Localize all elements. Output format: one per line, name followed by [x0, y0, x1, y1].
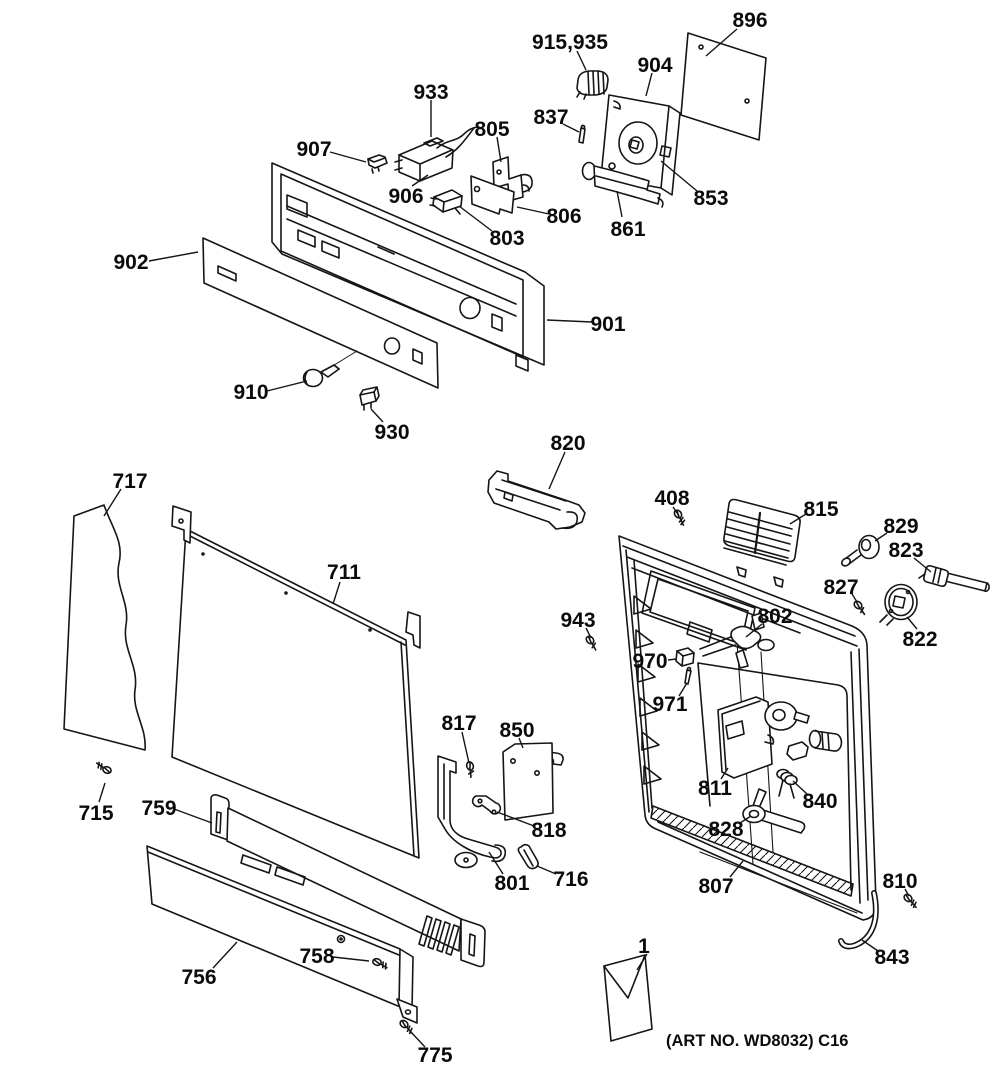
part-label-906: 906 — [388, 185, 423, 208]
part-758-screw — [372, 957, 388, 970]
art-number-note: (ART NO. WD8032) C16 — [666, 1032, 848, 1050]
part-label-829: 829 — [883, 515, 918, 538]
part-label-817: 817 — [441, 712, 476, 735]
part-933-906-switch — [394, 126, 482, 182]
part-822-wheel — [879, 583, 918, 626]
part-label-915-935: 915,935 — [532, 31, 608, 54]
part-label-802: 802 — [757, 605, 792, 628]
part-904-timer — [600, 94, 681, 196]
part-815-grille — [723, 498, 801, 588]
part-902-escutcheon — [202, 237, 439, 389]
part-850-plate — [502, 742, 564, 821]
part-label-971: 971 — [652, 693, 687, 716]
part-971-pin — [684, 666, 692, 685]
part-811-dispenser — [717, 696, 843, 779]
part-803-switch — [429, 189, 463, 215]
part-806-plate — [470, 175, 515, 215]
part-717-insulation — [63, 504, 146, 751]
part-label-943: 943 — [560, 609, 595, 632]
part-label-901: 901 — [590, 313, 625, 336]
part-label-711: 711 — [327, 561, 361, 584]
part-915-935-buzzer — [576, 70, 609, 100]
part-label-756: 756 — [181, 966, 216, 989]
part-label-759: 759 — [141, 797, 176, 820]
part-715-screw — [95, 761, 112, 775]
part-label-801: 801 — [494, 872, 529, 895]
part-818-link — [471, 795, 502, 815]
part-label-933: 933 — [413, 81, 448, 104]
part-label-843: 843 — [874, 946, 909, 969]
part-label-904: 904 — [637, 54, 672, 77]
part-label-716: 716 — [553, 868, 588, 891]
part-759-bracket — [210, 794, 486, 968]
part-930-switch — [359, 386, 380, 411]
part-label-715: 715 — [78, 802, 113, 825]
part-label-717: 717 — [112, 470, 147, 493]
part-823-axle — [918, 565, 990, 592]
part-label-970: 970 — [632, 650, 667, 673]
part-829-roller — [841, 534, 880, 567]
part-label-827: 827 — [823, 576, 858, 599]
part-970-cap — [675, 647, 695, 667]
part-label-861: 861 — [610, 218, 645, 241]
part-861-bracket — [581, 161, 664, 208]
part-907-clip — [367, 154, 388, 174]
part-827-screw — [853, 600, 866, 616]
part-label-896: 896 — [732, 9, 767, 32]
part-label-805: 805 — [474, 118, 509, 141]
part-817-screw — [465, 761, 475, 779]
part-843-strike — [838, 890, 879, 950]
part-820-deflector — [487, 470, 586, 530]
part-label-902: 902 — [113, 251, 148, 274]
part-716-pad — [517, 843, 539, 870]
part-810-screw — [903, 893, 917, 909]
part-896-panel — [680, 32, 767, 141]
part-828-lever — [742, 788, 806, 834]
part-711-door-panel — [171, 505, 421, 859]
part-408-screw — [673, 509, 686, 526]
part-label-810: 810 — [882, 870, 917, 893]
part-label-803: 803 — [489, 227, 524, 250]
part-label-811: 811 — [698, 777, 732, 800]
part-label-775: 775 — [417, 1044, 452, 1067]
part-label-930: 930 — [374, 421, 409, 444]
part-910-knob — [302, 350, 358, 388]
part-1-envelope — [603, 954, 653, 1042]
part-label-818: 818 — [531, 819, 566, 842]
part-801-hinge-arm — [437, 755, 507, 869]
part-label-807: 807 — [698, 875, 733, 898]
part-943-screw — [585, 635, 597, 651]
part-label-840: 840 — [802, 790, 837, 813]
part-label-853: 853 — [693, 187, 728, 210]
part-label-820: 820 — [550, 432, 585, 455]
part-901-console — [271, 162, 545, 372]
part-label-822: 822 — [902, 628, 937, 651]
part-756-access-panel — [146, 845, 418, 1024]
part-label-850: 850 — [499, 719, 534, 742]
part-label-815: 815 — [803, 498, 838, 521]
part-label-1: 1 — [638, 935, 650, 958]
part-837-pin — [578, 124, 586, 144]
part-label-806: 806 — [546, 205, 581, 228]
part-label-758: 758 — [299, 945, 334, 968]
part-label-828: 828 — [708, 818, 743, 841]
part-label-408: 408 — [654, 487, 689, 510]
part-label-907: 907 — [296, 138, 331, 161]
part-label-910: 910 — [233, 381, 268, 404]
part-label-837: 837 — [533, 106, 568, 129]
callouts: 896 915,935 904 933 907 805 837 906 853 … — [78, 9, 937, 1067]
part-label-823: 823 — [888, 539, 923, 562]
